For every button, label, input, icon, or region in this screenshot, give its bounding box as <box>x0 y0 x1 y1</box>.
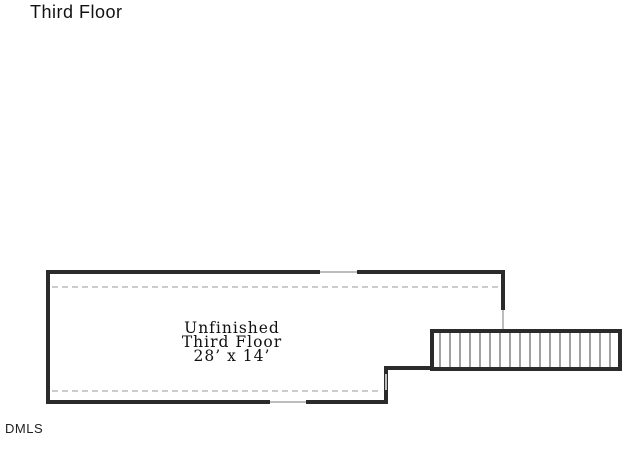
window-bottom <box>270 401 306 403</box>
watermark-logo: DMLS <box>5 421 44 436</box>
window-top <box>320 271 357 273</box>
room-name-line1: Unfinished <box>184 319 280 337</box>
window-right <box>502 310 504 332</box>
room-name-line2: Third Floor <box>182 333 282 351</box>
room-dimensions: 28’ x 14’ <box>194 347 271 365</box>
staircase <box>430 329 622 371</box>
page-title: Third Floor <box>30 2 123 22</box>
eave-lines <box>52 286 500 392</box>
room-label: Unfinished Third Floor 28’ x 14’ <box>182 319 282 365</box>
walls <box>46 270 505 404</box>
